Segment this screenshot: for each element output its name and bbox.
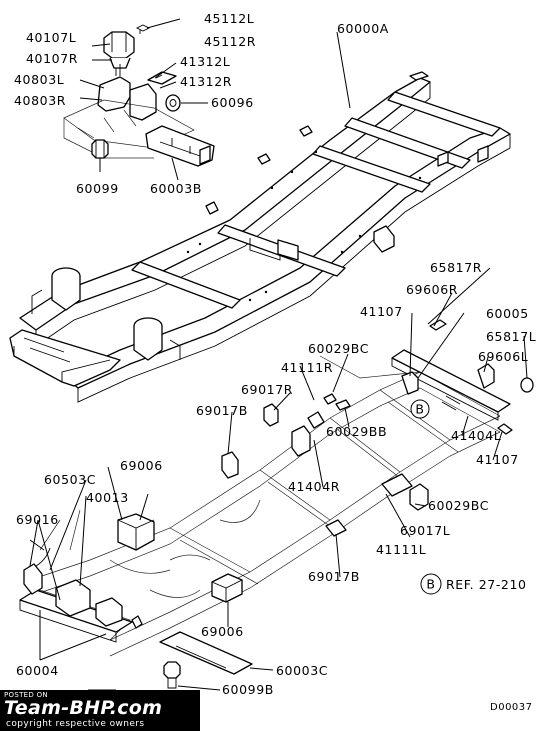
label-41312R: 41312R — [180, 74, 232, 89]
label-69017L: 69017L — [400, 523, 450, 538]
label-60099B: 60099B — [222, 682, 274, 697]
leader-lines-lower — [29, 267, 528, 691]
label-41107-bot: 41107 — [476, 452, 519, 467]
label-41111L: 41111L — [376, 542, 426, 557]
callout-b-letter: B — [415, 402, 424, 417]
label-41404R: 41404R — [288, 479, 340, 494]
label-69606R: 69606R — [406, 282, 458, 297]
leader-lines-top-left — [79, 18, 351, 181]
label-60503C: 60503C — [44, 472, 96, 487]
label-41312L: 41312L — [180, 54, 230, 69]
watermark-copyright: copyright respective owners — [6, 719, 145, 729]
label-69017B-top: 69017B — [196, 403, 248, 418]
label-45112L: 45112L — [204, 11, 254, 26]
label-60004: 60004 — [16, 663, 59, 678]
diagram-code: D00037 — [490, 702, 533, 713]
label-60005: 60005 — [486, 306, 529, 321]
lower-mount-parts — [19, 319, 534, 689]
reference-note: B REF. 27-210 — [420, 573, 527, 595]
label-69017B-bot: 69017B — [308, 569, 360, 584]
part-number-labels: 45112L 45112R 40107L 40107R 60000A 41312… — [14, 11, 536, 697]
rail-holes — [186, 150, 422, 302]
label-69017R: 69017R — [241, 382, 293, 397]
label-65817L: 65817L — [486, 329, 536, 344]
label-40803R: 40803R — [14, 93, 66, 108]
label-40107L: 40107L — [26, 30, 76, 45]
label-60003B: 60003B — [150, 181, 202, 196]
label-60029BC-top: 60029BC — [308, 341, 369, 356]
label-69006-top: 69006 — [120, 458, 163, 473]
cab-mount-exploded-view — [63, 24, 215, 167]
label-69006-bot: 69006 — [201, 624, 244, 639]
watermark-banner: POSTED ON Team-BHP.com copyright respect… — [0, 690, 200, 731]
label-69606L: 69606L — [478, 349, 528, 364]
label-60096: 60096 — [211, 95, 254, 110]
label-69016: 69016 — [16, 512, 59, 527]
watermark-brand: Team-BHP.com — [4, 697, 163, 719]
label-41107-top: 41107 — [360, 304, 403, 319]
label-60099: 60099 — [76, 181, 119, 196]
label-45112R: 45112R — [204, 34, 256, 49]
watermark-posted-on: POSTED ON — [4, 691, 48, 699]
label-60003C: 60003C — [276, 663, 328, 678]
upper-frame-assembly — [9, 71, 511, 403]
label-40107R: 40107R — [26, 51, 78, 66]
label-41111R: 41111R — [281, 360, 333, 375]
reference-symbol: B — [426, 577, 435, 592]
callout-b-marker: B — [410, 399, 430, 419]
label-41404L: 41404L — [451, 428, 501, 443]
label-60000A: 60000A — [337, 21, 389, 36]
label-40803L: 40803L — [14, 72, 64, 87]
label-60029BC-bot: 60029BC — [428, 498, 489, 513]
label-60029BB: 60029BB — [326, 424, 387, 439]
label-40013: 40013 — [86, 490, 129, 505]
reference-text: REF. 27-210 — [446, 577, 527, 592]
label-65817R-top: 65817R — [430, 260, 482, 275]
